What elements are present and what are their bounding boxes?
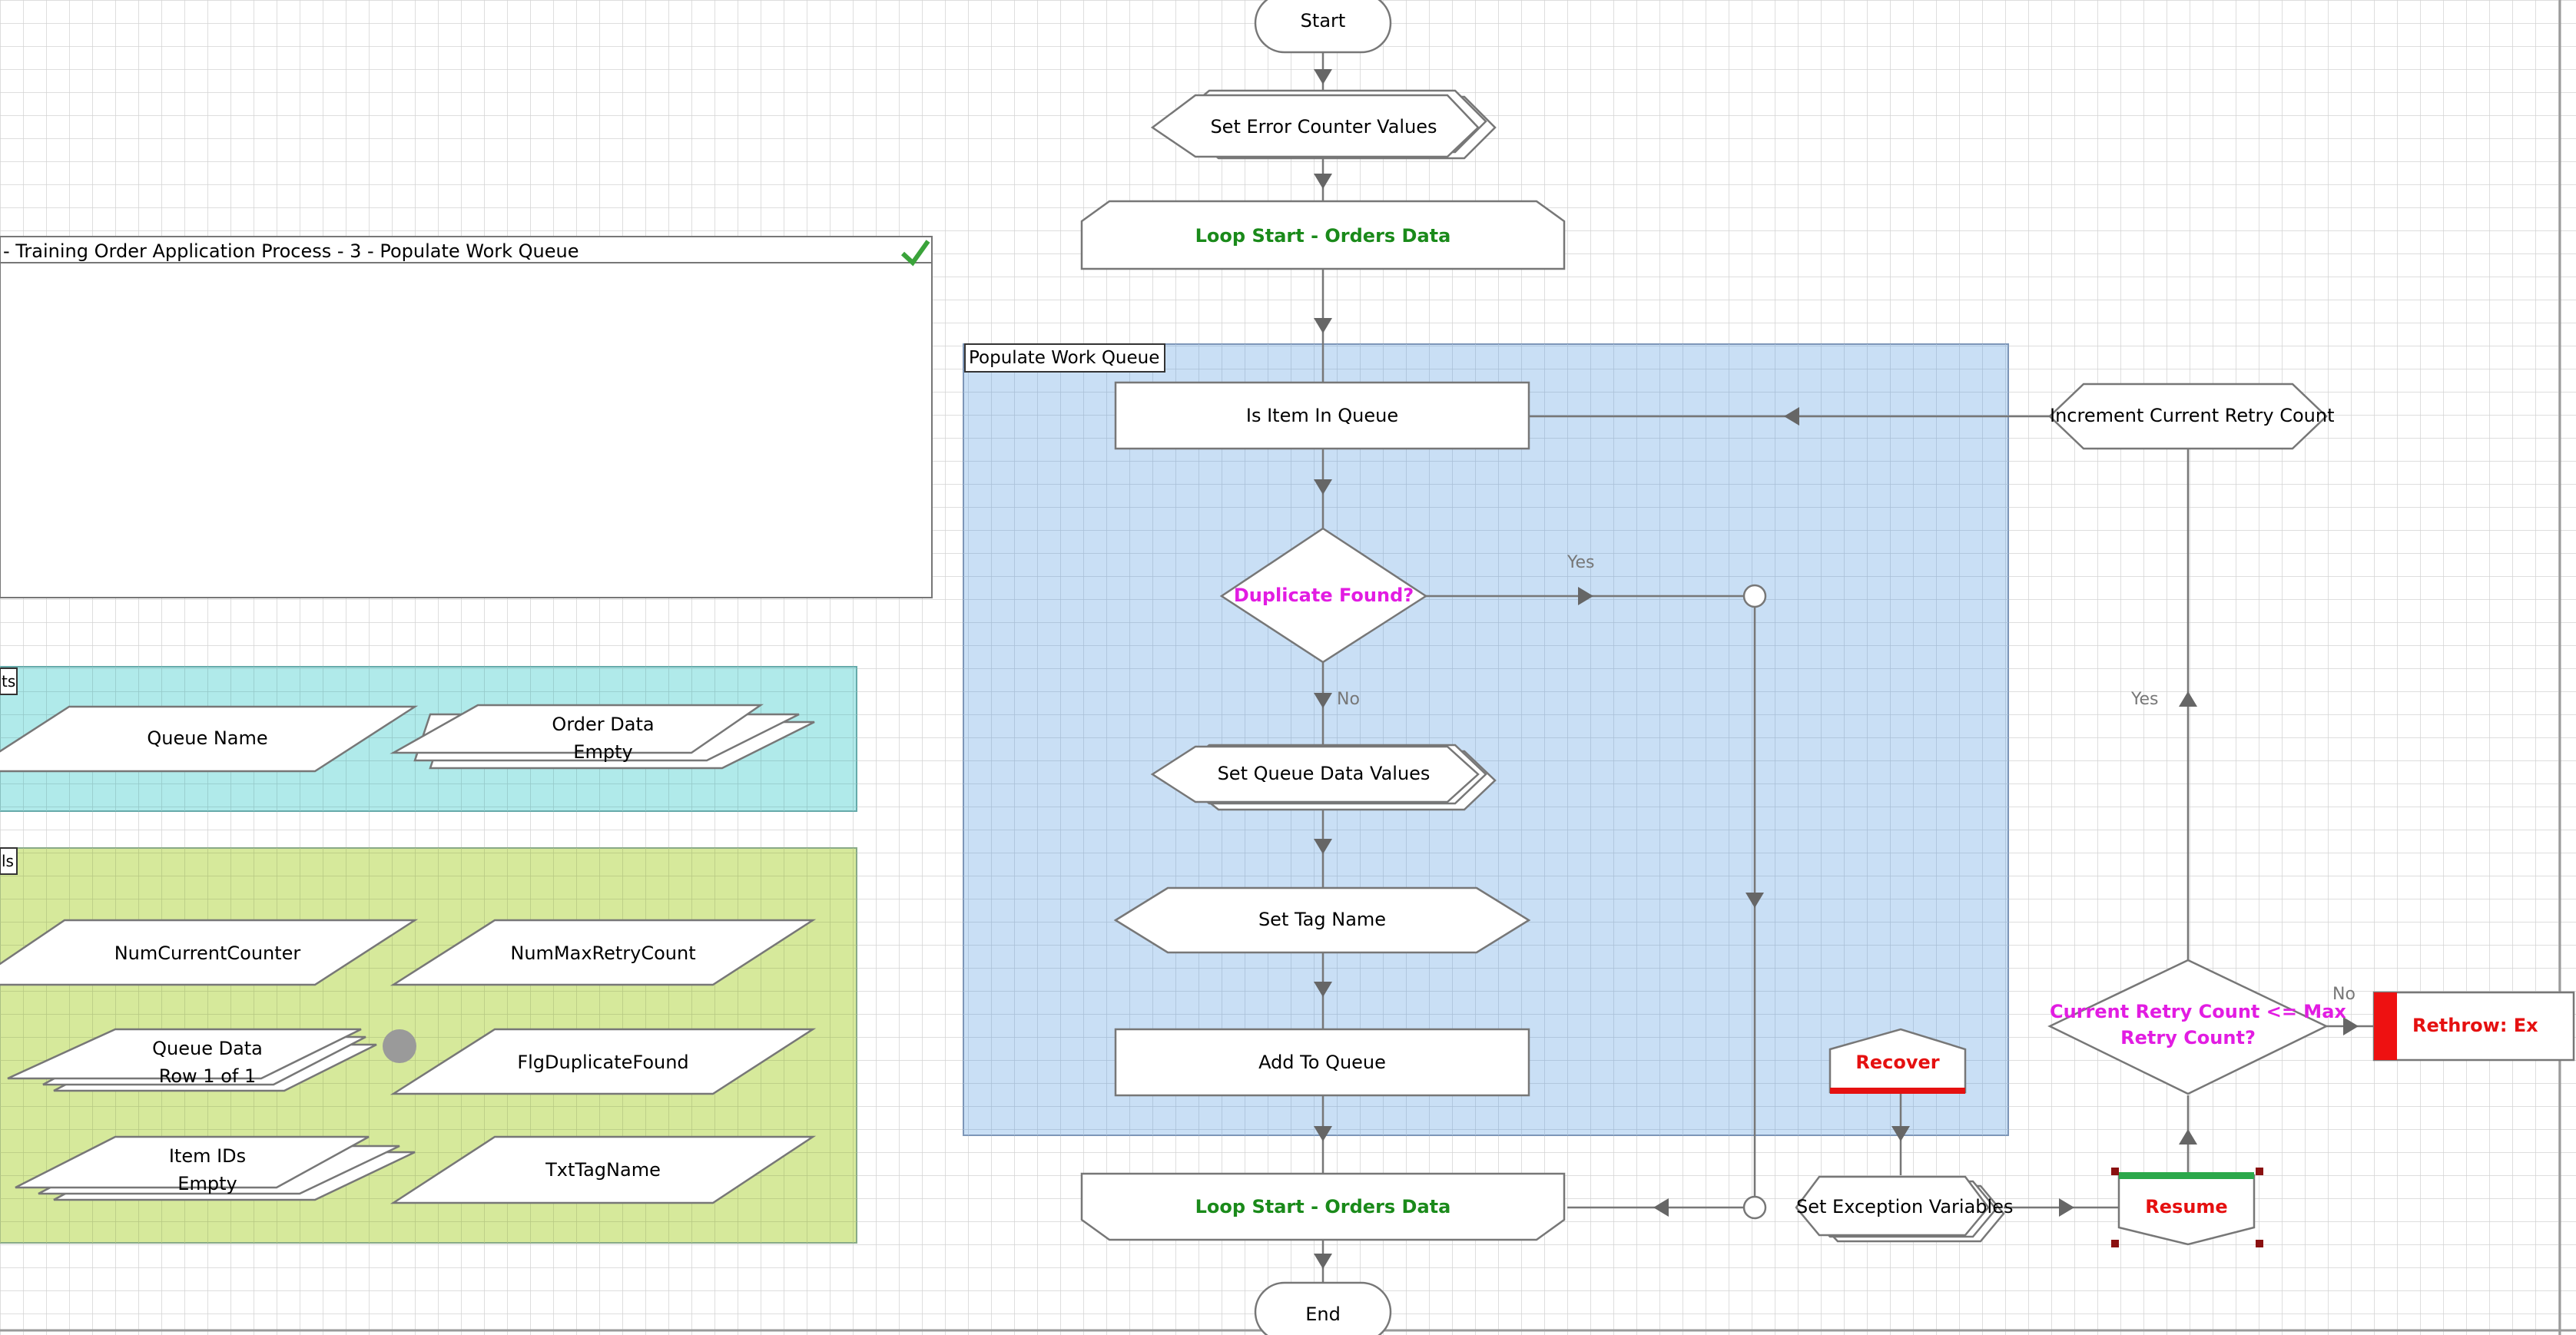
connector-lines <box>1321 46 2374 1283</box>
set-error-counter-stage[interactable] <box>1150 89 1497 160</box>
set-queue-data-values-stage[interactable] <box>1150 744 1497 811</box>
data-items <box>0 704 817 1204</box>
data-item-txt-tag-name[interactable] <box>390 1135 817 1204</box>
populate-work-queue-block[interactable] <box>963 343 2009 1136</box>
process-info-box[interactable] <box>0 236 933 598</box>
data-item-order-data[interactable] <box>390 704 815 770</box>
is-item-in-queue-stage[interactable] <box>1114 381 1530 450</box>
data-item-num-max-retry[interactable] <box>390 919 817 986</box>
loop-start-top-stage[interactable] <box>1080 200 1566 270</box>
resume-stage[interactable] <box>2111 1168 2263 1247</box>
end-node[interactable] <box>1254 1281 1392 1335</box>
add-to-queue-stage[interactable] <box>1114 1028 1530 1097</box>
loop-start-bottom-stage[interactable] <box>1080 1172 1566 1241</box>
item-handle-icon[interactable] <box>383 1029 416 1063</box>
check-icon <box>900 240 930 267</box>
retry-count-decision[interactable] <box>2047 959 2329 1095</box>
increment-retry-stage[interactable] <box>2048 383 2328 450</box>
data-item-queue-name[interactable] <box>0 705 419 773</box>
data-item-queue-data[interactable] <box>7 1028 377 1092</box>
start-node[interactable] <box>1254 0 1392 54</box>
arrowheads <box>1314 69 2359 1269</box>
set-tag-name-stage[interactable] <box>1113 886 1531 954</box>
duplicate-found-decision[interactable] <box>1219 527 1428 664</box>
recover-stage[interactable] <box>1828 1028 1967 1094</box>
junction-bottom[interactable] <box>1742 1195 1767 1220</box>
data-item-item-ids[interactable] <box>15 1135 416 1201</box>
junction-yes[interactable] <box>1742 584 1767 608</box>
set-exception-variables-stage[interactable] <box>1795 1175 2005 1243</box>
data-item-flg-duplicate[interactable] <box>390 1028 817 1095</box>
rethrow-stage[interactable] <box>2372 991 2575 1062</box>
data-item-num-current-counter[interactable] <box>0 919 419 986</box>
